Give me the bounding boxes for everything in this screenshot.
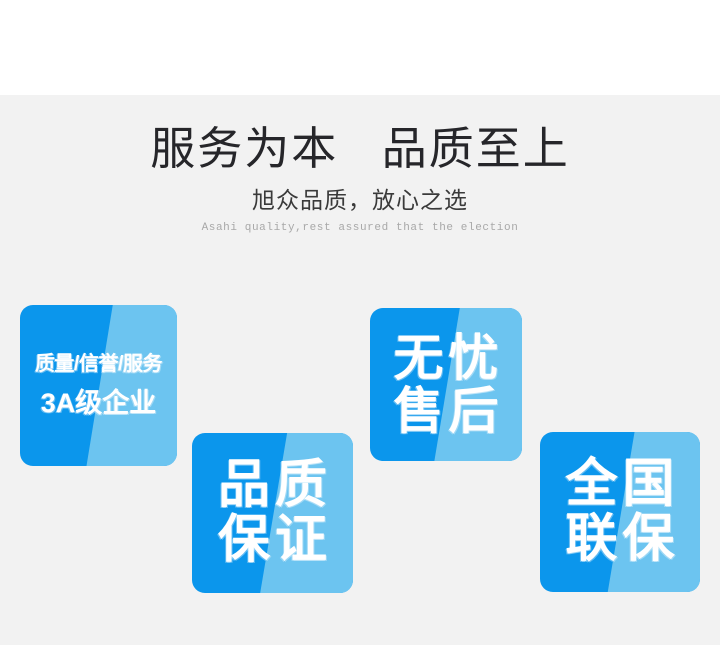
badge-line-secondary: 联保 xyxy=(565,510,680,568)
subtitle-english: Asahi quality,rest assured that the elec… xyxy=(201,222,519,235)
badge-quality-guarantee[interactable]: 品质 保证 xyxy=(192,433,353,593)
badge-line-primary: 全国 xyxy=(565,454,680,513)
badge-worry-free-after-sales[interactable]: 无忧 售后 xyxy=(370,308,522,461)
badge-line-primary: 无忧 xyxy=(393,329,504,386)
badge-text-group: 全国 联保 xyxy=(540,432,700,592)
page-title: 服务为本 品质至上 xyxy=(150,123,570,174)
badge-nationwide-warranty[interactable]: 全国 联保 xyxy=(540,432,700,592)
badge-line-secondary: 3A级企业 xyxy=(40,387,157,418)
badge-text-group: 质量/信誉/服务 3A级企业 xyxy=(20,305,177,466)
heading-block: 服务为本 品质至上 旭众品质，放心之选 Asahi quality,rest a… xyxy=(0,120,720,235)
badge-text-group: 无忧 售后 xyxy=(370,308,522,461)
subtitle-chinese: 旭众品质，放心之选 xyxy=(252,187,468,213)
badge-line-secondary: 保证 xyxy=(217,511,332,569)
badge-line-primary: 质量/信誉/服务 xyxy=(34,352,163,375)
badge-text-group: 品质 保证 xyxy=(192,433,353,593)
badge-3a-enterprise[interactable]: 质量/信誉/服务 3A级企业 xyxy=(20,305,177,466)
badge-line-secondary: 售后 xyxy=(393,382,504,439)
badge-line-primary: 品质 xyxy=(217,455,332,514)
